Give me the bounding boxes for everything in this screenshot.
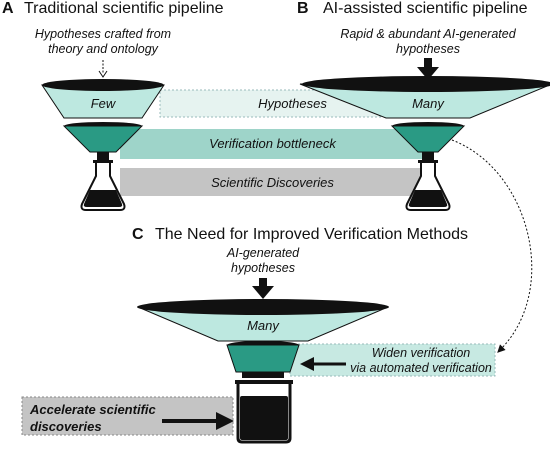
panel-b-input-note-line1: Rapid & abundant AI-generated xyxy=(340,27,516,41)
panel-a-verif-neck xyxy=(97,152,109,160)
verification-band xyxy=(120,129,425,159)
widen-verification-box xyxy=(289,343,496,377)
panel-c-title: The Need for Improved Verification Metho… xyxy=(155,226,469,243)
accelerate-line1: Accelerate scientific xyxy=(30,402,156,417)
band-label-discoveries: Scientific Discoveries xyxy=(211,175,334,190)
panel-b-input-note-line2: hypotheses xyxy=(396,42,460,56)
panel-a-input-note-line2: theory and ontology xyxy=(48,42,158,56)
panel-c-verif-funnel xyxy=(226,344,300,373)
panel-c-funnel-label: Many xyxy=(247,318,279,333)
band-label-hypotheses: Hypotheses xyxy=(258,96,327,111)
panel-c-input-arrow-head xyxy=(252,286,274,299)
panel-b-title: AI-assisted scientific pipeline xyxy=(323,0,528,17)
panel-a-letter: A xyxy=(2,0,14,17)
panel-a-funnel-rim xyxy=(42,79,164,91)
panel-a-flask-liquid xyxy=(83,190,123,207)
panel-a-verif-funnel xyxy=(62,125,144,153)
panel-c-letter: C xyxy=(132,226,144,243)
panel-b-flask-lip xyxy=(418,160,438,163)
panel-c-input-arrow-shaft xyxy=(259,278,267,288)
panel-b-input-note: Rapid & abundant AI-generated hypotheses xyxy=(328,27,528,57)
panel-a-funnel-label: Few xyxy=(90,96,116,111)
panel-c-input-note-line1: AI-generated xyxy=(226,246,300,260)
widen-arrow-head xyxy=(300,357,314,371)
panel-b-funnel-label: Many xyxy=(412,96,444,111)
panel-b-verif-funnel xyxy=(390,125,466,153)
discoveries-band xyxy=(120,168,425,196)
panel-b-funnel-rim xyxy=(302,76,550,92)
panel-b-letter: B xyxy=(297,0,309,17)
panel-a-flask-lip xyxy=(93,160,113,163)
accelerate-line2: discoveries xyxy=(30,419,102,434)
panel-b-input-arrow-head xyxy=(417,67,439,80)
widen-line1: Widen verification xyxy=(371,346,471,360)
panel-a-title: Traditional scientific pipeline xyxy=(24,0,224,17)
panel-c-beaker-lip xyxy=(235,380,293,384)
panel-a-input-arrow-head xyxy=(98,70,108,78)
panel-c-beaker-liquid xyxy=(240,396,288,440)
panel-a-input-note: Hypotheses crafted from theory and ontol… xyxy=(28,27,178,57)
panel-c-input-note: AI-generated hypotheses xyxy=(198,246,328,276)
accelerate-band xyxy=(21,396,234,436)
widen-line2: via automated verification xyxy=(350,361,492,375)
panel-b-flask-liquid xyxy=(408,190,448,207)
accelerate-text: Accelerate scientific discoveries xyxy=(30,401,165,435)
panel-a-input-note-line1: Hypotheses crafted from xyxy=(34,27,172,41)
accelerate-arrow-head xyxy=(216,412,234,430)
panel-b-input-arrow-shaft xyxy=(424,58,432,68)
widen-verification-text: Widen verification via automated verific… xyxy=(346,346,496,376)
panel-c-funnel-rim xyxy=(137,299,389,315)
panel-c-input-note-line2: hypotheses xyxy=(231,261,295,275)
band-label-verification: Verification bottleneck xyxy=(209,136,336,151)
connector-b-to-c xyxy=(451,139,533,353)
panel-b-verif-neck xyxy=(422,152,434,160)
panel-c-verif-neck xyxy=(242,372,284,378)
